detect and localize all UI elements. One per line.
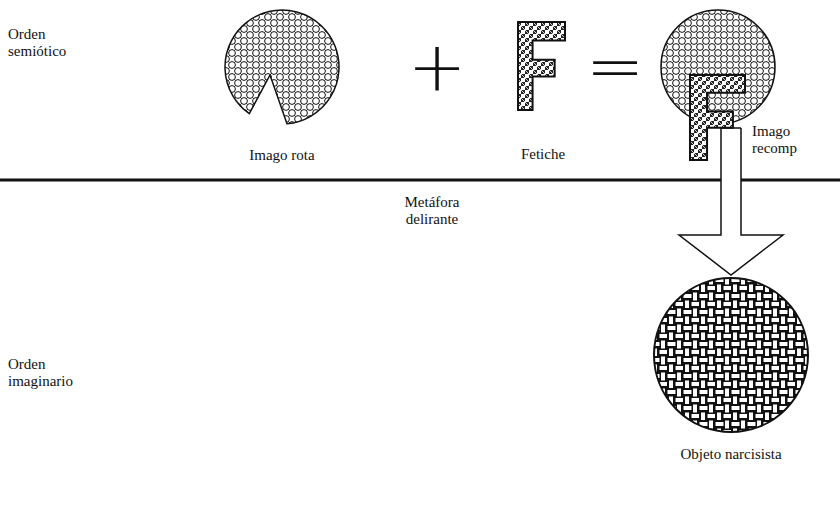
- shape-node: Fetiche: [505, 18, 581, 173]
- broken-imago: [225, 10, 339, 124]
- shape-node: Objeto narcisista: [651, 276, 811, 472]
- order-label: Orden semiótico: [8, 26, 88, 60]
- operator-sign: =: [583, 31, 647, 101]
- node-outline: [658, 5, 826, 170]
- shape-caption: Imago recomp: [752, 123, 812, 157]
- narcissistic-object: [654, 278, 808, 432]
- order-label: Orden imaginario: [8, 356, 88, 390]
- operator-sign: +: [405, 31, 469, 101]
- shape-caption: Fetiche: [505, 146, 581, 163]
- fetish-shape: [690, 75, 745, 160]
- fetish-shape: [518, 22, 565, 110]
- divider-line: [0, 179, 840, 182]
- shape-node: Imago rota: [220, 5, 344, 173]
- shape-caption: Imago rota: [220, 147, 344, 164]
- process-label: Metáfora delirante: [390, 194, 474, 228]
- shape-node: Imago recomp: [658, 5, 826, 170]
- shape-caption: Objeto narcisista: [651, 446, 811, 463]
- imago-circle: [661, 10, 775, 124]
- node-outline: [651, 276, 811, 472]
